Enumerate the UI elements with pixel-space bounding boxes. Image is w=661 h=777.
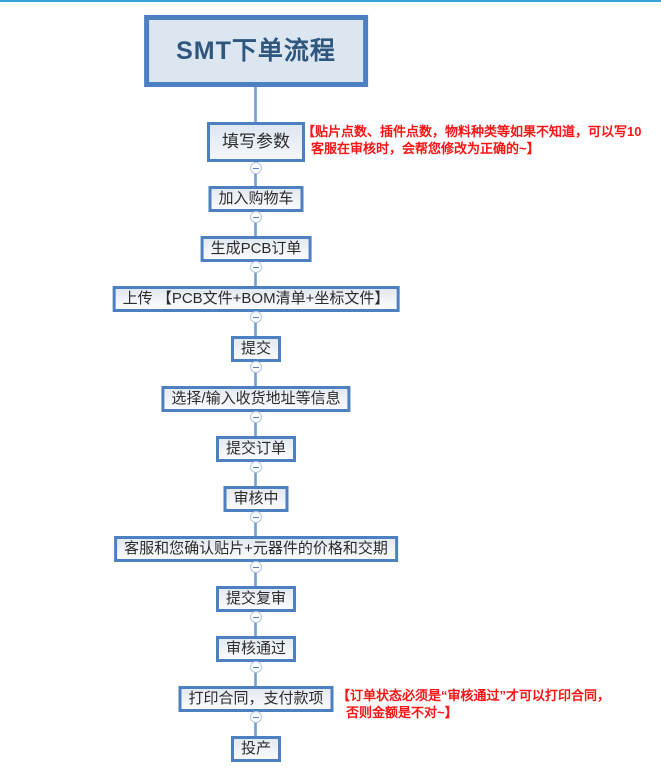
flow-node-add-to-cart[interactable]: 加入购物车 — [208, 186, 304, 212]
annotation-line: 【订单状态必须是“审核通过”才可以打印合同， — [337, 688, 611, 703]
collapse-toggle-icon[interactable] — [250, 511, 262, 523]
collapse-toggle-icon[interactable] — [250, 211, 262, 223]
collapse-toggle-icon[interactable] — [250, 411, 262, 423]
flow-node-submit[interactable]: 提交 — [230, 336, 282, 362]
flow-node-print-contract-pay[interactable]: 打印合同，支付款项 — [178, 686, 334, 712]
flow-node-upload-files[interactable]: 上传 【PCB文件+BOM清单+坐标文件】 — [112, 286, 400, 312]
collapse-toggle-icon[interactable] — [250, 611, 262, 623]
annotation-line: 【贴片点数、插件点数，物料种类等如果不知道，可以写10 — [302, 124, 642, 139]
annotation-line: 客服在审核时，会帮您修改为正确的~】 — [311, 141, 540, 156]
collapse-toggle-icon[interactable] — [250, 711, 262, 723]
flow-node-production[interactable]: 投产 — [230, 736, 282, 762]
collapse-toggle-icon[interactable] — [250, 261, 262, 273]
flow-node-title[interactable]: SMT下单流程 — [144, 15, 368, 87]
collapse-toggle-icon[interactable] — [250, 361, 262, 373]
collapse-toggle-icon[interactable] — [250, 311, 262, 323]
collapse-toggle-icon[interactable] — [250, 661, 262, 673]
flow-node-review-passed[interactable]: 审核通过 — [215, 636, 297, 662]
flow-node-under-review[interactable]: 审核中 — [223, 486, 289, 512]
annotation-fill-parameters: 【贴片点数、插件点数，物料种类等如果不知道，可以写10 客服在审核时，会帮您修改… — [302, 123, 641, 157]
flow-node-select-address[interactable]: 选择/输入收货地址等信息 — [161, 386, 351, 412]
collapse-toggle-icon[interactable] — [250, 461, 262, 473]
annotation-line: 否则金额是不对~】 — [346, 705, 458, 720]
flow-node-submit-order[interactable]: 提交订单 — [215, 436, 297, 462]
flow-node-confirm-price-delivery[interactable]: 客服和您确认贴片+元器件的价格和交期 — [114, 536, 398, 562]
collapse-toggle-icon[interactable] — [250, 561, 262, 573]
flow-node-fill-parameters[interactable]: 填写参数 — [207, 122, 305, 162]
flow-node-submit-recheck[interactable]: 提交复审 — [215, 586, 297, 612]
annotation-print-contract: 【订单状态必须是“审核通过”才可以打印合同， 否则金额是不对~】 — [337, 687, 610, 721]
collapse-toggle-icon[interactable] — [250, 162, 262, 174]
top-accent-bar — [0, 0, 661, 2]
flow-node-generate-pcb-order[interactable]: 生成PCB订单 — [200, 236, 312, 262]
